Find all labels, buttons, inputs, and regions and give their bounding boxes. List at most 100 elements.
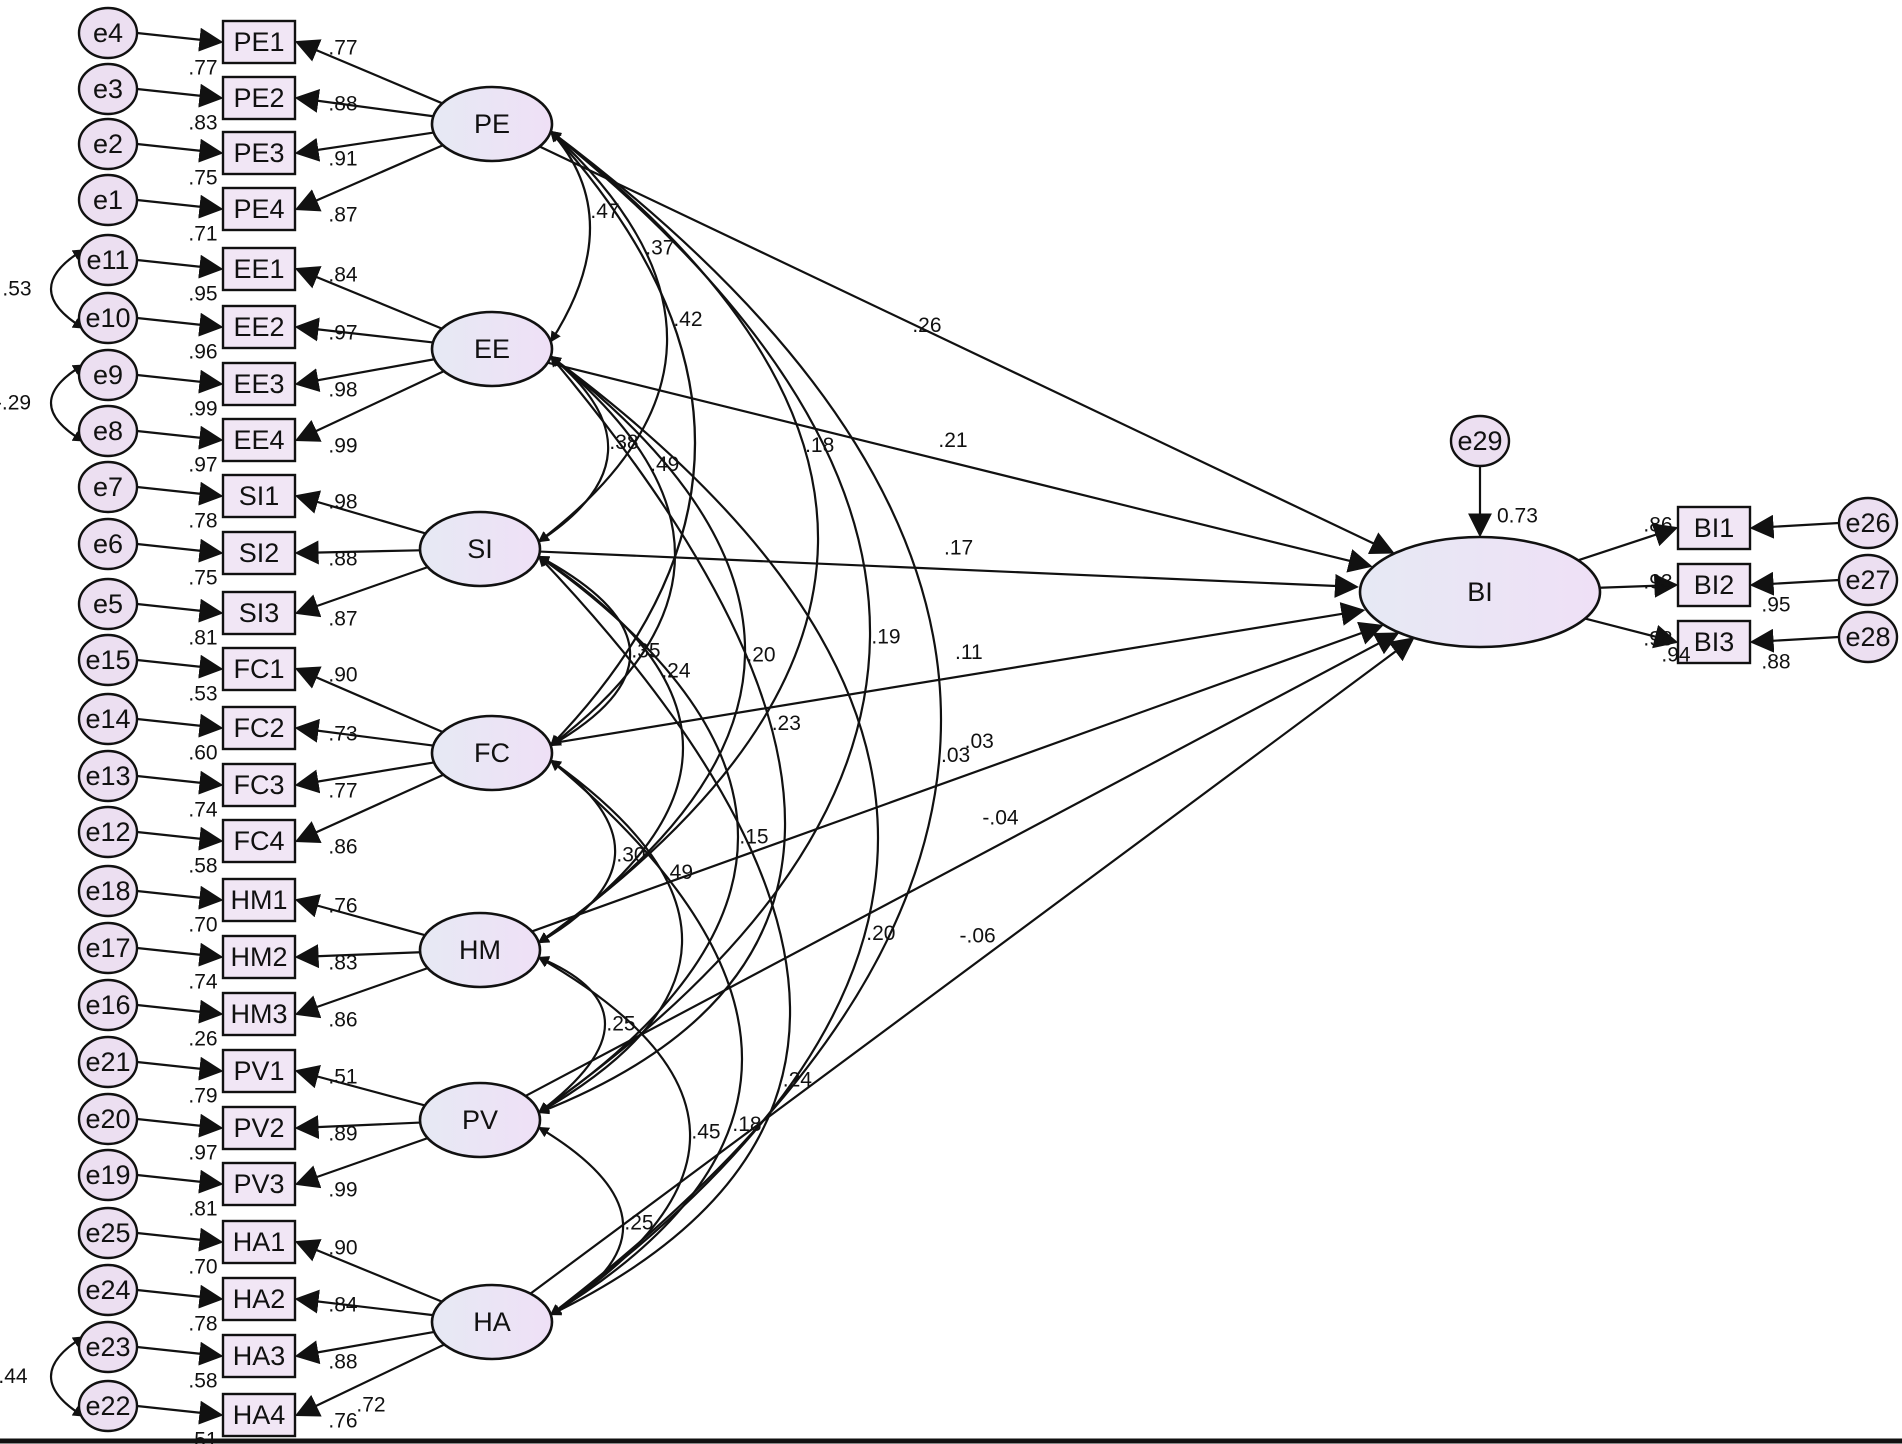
- r2-ee1: .95: [188, 283, 217, 306]
- r2-hm2: .74: [188, 971, 218, 994]
- error-label: e25: [85, 1218, 130, 1248]
- error-covariance-label: .44: [0, 1365, 28, 1388]
- path-layer: [136, 27, 1840, 1425]
- error-label: e18: [85, 876, 130, 906]
- r2-pv2: .97: [188, 1142, 217, 1165]
- latent-ha: [430, 1283, 554, 1361]
- loading-path-fc1: [294, 666, 444, 733]
- loading-path-hm3: [294, 967, 429, 1019]
- error-path: [136, 194, 224, 219]
- loading-bi1: .86: [1643, 514, 1672, 537]
- loading-path-fc2: [294, 718, 434, 747]
- structural-coef-hm: .03: [965, 730, 994, 753]
- error-label: e9: [93, 360, 123, 390]
- error-label: e5: [93, 589, 123, 619]
- error-path: [136, 826, 224, 851]
- latent-pv: [418, 1081, 542, 1159]
- loading-si2: .88: [328, 548, 357, 571]
- structural-coef-fc: .11: [955, 641, 983, 664]
- indicator-label: BI1: [1694, 513, 1735, 543]
- indicator-ha1: [221, 1219, 297, 1265]
- indicator-label: PV1: [233, 1056, 284, 1086]
- disturbance-label: e29: [1457, 426, 1502, 456]
- error-e11: [77, 233, 139, 287]
- indicator-label: EE1: [233, 254, 284, 284]
- indicator-hm1: [221, 877, 297, 923]
- covariance-label-pe-ha: .03: [941, 744, 970, 767]
- loading-pe1: .77: [328, 37, 357, 60]
- indicator-label: HA1: [233, 1227, 286, 1257]
- r2-bi2: .95: [1761, 594, 1790, 617]
- indicator-label: HM3: [230, 999, 287, 1029]
- error-path: [136, 83, 224, 108]
- error-covariance-e11-e10: [49, 249, 84, 329]
- indicator-label: PE2: [233, 83, 284, 113]
- loading-hm1: .76: [328, 895, 357, 918]
- covariance-arc-pe-hm: [537, 130, 820, 944]
- covariance-arc-si-fc: [537, 555, 632, 747]
- error-e3: [77, 62, 139, 116]
- loading-path-bi3: [1584, 617, 1679, 649]
- covariance-arc-si-pv: [537, 555, 739, 1114]
- r2-hm3: .26: [188, 1028, 217, 1051]
- error-path: [136, 1400, 224, 1425]
- loading-pe2: .88: [328, 93, 357, 116]
- error-label: e28: [1845, 622, 1890, 652]
- loading-pv3: .99: [328, 1179, 357, 1202]
- error-path: [136, 27, 224, 52]
- covariance-arc-ee-pv: [537, 355, 787, 1115]
- error-e28: [1837, 610, 1899, 664]
- loading-path-si1: [294, 490, 426, 535]
- indicator-fc3: [221, 762, 297, 808]
- error-label: e10: [85, 303, 130, 333]
- indicator-label: FC4: [233, 826, 284, 856]
- loading-path-ha3: [294, 1330, 435, 1365]
- indicator-label: PE1: [233, 27, 284, 57]
- loading-path-ee2: [294, 317, 434, 344]
- error-path: [136, 713, 224, 738]
- loading-bi2: .93: [1643, 571, 1672, 594]
- r2-si2: .75: [188, 567, 217, 590]
- loading-path-ee1: [294, 266, 443, 330]
- structural-coef-pe: .26: [912, 314, 941, 337]
- loading-path-ha1: [294, 1239, 443, 1303]
- covariance-arc-hm-ha: [537, 956, 692, 1316]
- latent-bi: [1358, 535, 1602, 649]
- error-path: [1749, 628, 1840, 653]
- covariance-arc-pe-pv: [537, 130, 872, 1114]
- r2-hm1: .70: [188, 914, 217, 937]
- loading-path-bi2: [1599, 573, 1679, 598]
- loading-path-pv1: [294, 1065, 426, 1107]
- loading-path-pe2: [294, 88, 434, 118]
- r2-ee2: .96: [188, 341, 217, 364]
- latent-hm: [418, 911, 542, 989]
- loading-hm3: .86: [328, 1009, 357, 1032]
- error-path: [136, 425, 224, 450]
- error-path: [136, 369, 224, 394]
- error-path: [136, 598, 224, 623]
- loading-pe4: .87: [328, 204, 357, 227]
- indicator-label: SI1: [239, 481, 280, 511]
- error-label: e2: [93, 129, 123, 159]
- indicator-ee2: [221, 304, 297, 350]
- loading-label-extra: .94: [1661, 644, 1691, 667]
- structural-coef-ee: .21: [938, 429, 967, 452]
- indicator-fc2: [221, 705, 297, 751]
- latent-label: PE: [474, 109, 510, 139]
- structural-path-pv-bi: [525, 632, 1400, 1097]
- error-path: [136, 1227, 224, 1252]
- r2-ee3: .99: [188, 398, 217, 421]
- latent-label: SI: [467, 534, 493, 564]
- covariance-label-si-hm: .24: [661, 660, 691, 683]
- error-label: e4: [93, 18, 123, 48]
- error-e7: [77, 460, 139, 514]
- error-path: [136, 654, 224, 679]
- loading-path-pe1: [294, 39, 443, 105]
- indicator-bi2: [1676, 562, 1752, 608]
- structural-path-si-bi: [539, 550, 1359, 598]
- r2-bi3: .88: [1761, 651, 1790, 674]
- error-e22: [77, 1379, 139, 1433]
- r2-fc4: .58: [188, 855, 217, 878]
- r2-si1: .78: [188, 510, 217, 533]
